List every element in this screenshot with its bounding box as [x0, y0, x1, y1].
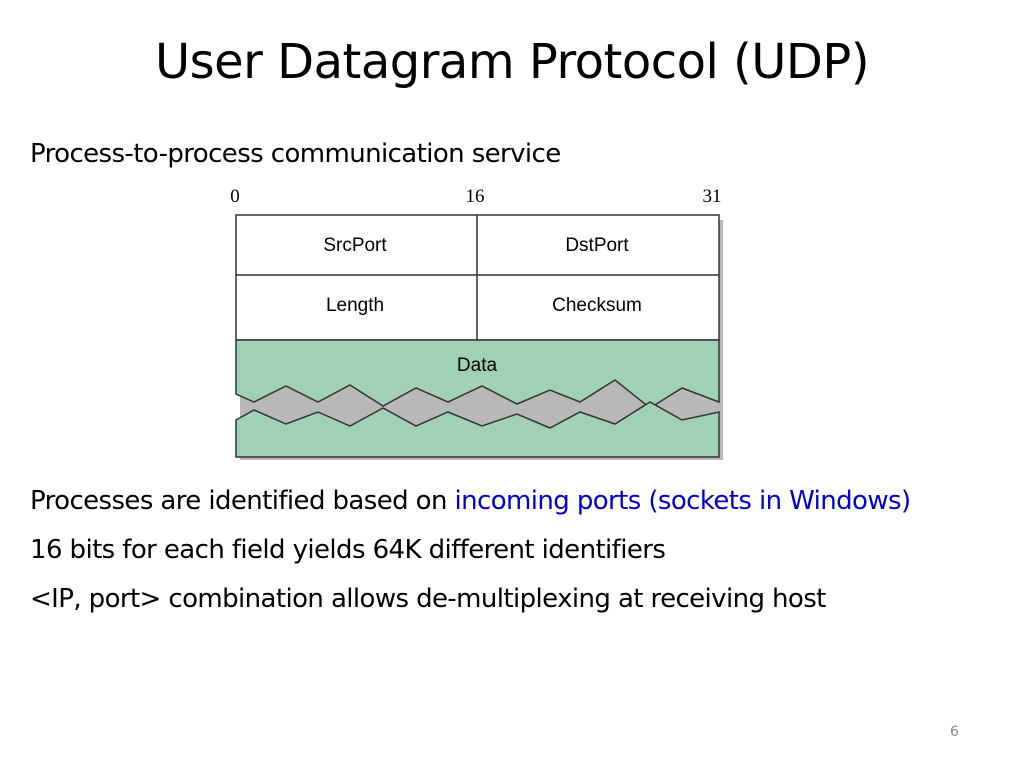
intro-text: Process-to-process communication service — [30, 139, 561, 169]
field-data: Data — [457, 355, 498, 376]
field-dstport: DstPort — [565, 235, 629, 256]
udp-header-svg: 0 16 31 SrcPort DstPort Length Checksum … — [230, 186, 723, 460]
page-number: 6 — [950, 724, 959, 740]
bullet-ports-highlight: incoming ports (sockets in Windows) — [454, 486, 912, 516]
field-checksum: Checksum — [552, 295, 642, 316]
bullet-ports-text: Processes are identified based on — [30, 486, 455, 516]
bullet-bits: 16 bits for each field yields 64K differ… — [30, 535, 666, 565]
slide-title: User Datagram Protocol (UDP) — [154, 34, 870, 90]
field-srcport: SrcPort — [323, 235, 387, 256]
field-length: Length — [326, 295, 384, 316]
bit-label-16: 16 — [466, 186, 485, 207]
bit-label-0: 0 — [230, 186, 240, 207]
bullet-list: Processes are identified based on incomi… — [30, 483, 930, 630]
bit-label-31: 31 — [703, 186, 722, 207]
bullet-ports: Processes are identified based on incomi… — [30, 483, 930, 520]
bullet-demux: <IP, port> combination allows de-multipl… — [30, 584, 826, 614]
data-region-top — [235, 339, 720, 409]
data-region-bottom — [235, 401, 720, 458]
udp-header-diagram: 0 16 31 SrcPort DstPort Length Checksum … — [220, 180, 740, 475]
